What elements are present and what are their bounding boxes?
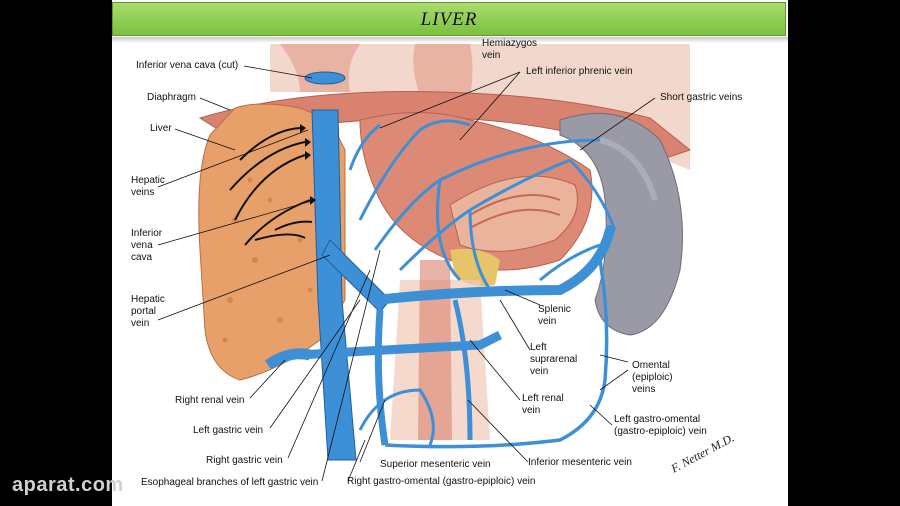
label-right-gastro-omental-vein: Right gastro-omental (gastro-epiploic) v… [347, 476, 536, 487]
label-superior-mesenteric-vein: Superior mesenteric vein [380, 459, 491, 470]
label-left-gastric-vein: Left gastric vein [193, 425, 264, 436]
page-title: LIVER [420, 9, 478, 30]
title-shadow [112, 37, 788, 43]
label-right-gastric-vein: Right gastric vein [206, 455, 283, 466]
label-hepatic-portal-vein: Hepatic portal vein [131, 294, 165, 329]
title-bar: LIVER [112, 2, 786, 36]
label-hemiazygos-vein: Hemiazygos vein [482, 38, 538, 61]
aparat-watermark: aparat.com [12, 474, 124, 496]
label-right-renal-vein: Right renal vein [175, 395, 245, 406]
label-left-suprarenal-vein: Left suprarenal vein [530, 342, 578, 377]
leader-lines [157, 65, 656, 482]
label-left-inferior-phrenic-vein: Left inferior phrenic vein [526, 66, 633, 77]
stomach-opening [449, 175, 578, 252]
gastric-vein-branches [348, 119, 617, 291]
label-esophageal-branches: Esophageal branches of left gastric vein [141, 477, 319, 488]
spleen-shape [559, 112, 683, 336]
label-splenic-vein: Splenic vein [538, 304, 571, 327]
label-hepatic-veins: Hepatic veins [131, 175, 165, 198]
label-inferior-vena-cava: Inferior vena cava [131, 228, 163, 263]
splenic-vein-shape [370, 225, 615, 305]
ivc-cut-end [304, 71, 346, 85]
hepatic-flow-arrows [229, 127, 313, 246]
label-short-gastric-veins: Short gastric veins [660, 92, 743, 103]
liver-shape [198, 103, 346, 381]
inferior-vena-cava-shape [311, 109, 357, 461]
label-left-gastro-omental-vein: Left gastro-omental (gastro-epiploic) ve… [614, 414, 707, 437]
label-left-renal-vein: Left renal vein [522, 393, 564, 416]
label-diaphragm: Diaphragm [147, 92, 196, 103]
label-liver: Liver [150, 123, 172, 134]
label-inferior-mesenteric-vein: Inferior mesenteric vein [528, 457, 632, 468]
liver-texture [222, 177, 313, 343]
thoracic-background [270, 44, 690, 170]
label-omental-veins: Omental (epiploic) veins [632, 360, 673, 395]
label-inferior-vena-cava-cut: Inferior vena cava (cut) [136, 60, 239, 71]
